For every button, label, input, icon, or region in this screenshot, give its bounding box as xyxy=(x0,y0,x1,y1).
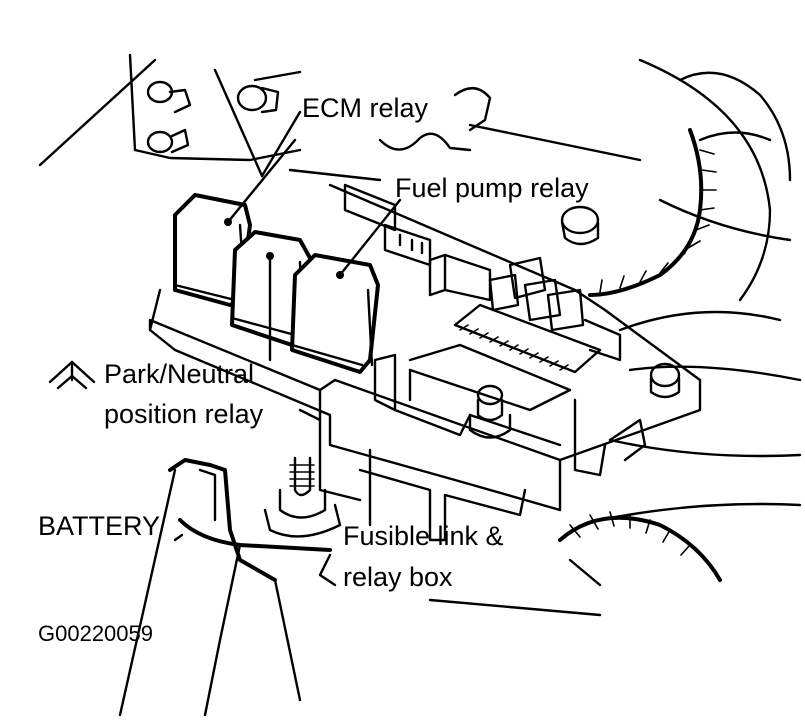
figure-id: G00220059 xyxy=(38,621,153,646)
background-structure xyxy=(38,53,802,617)
leader-ecm-upper xyxy=(260,110,302,178)
leader-fuel-pump xyxy=(338,198,402,277)
battery-terminal xyxy=(118,456,342,717)
leader-relay-box xyxy=(318,553,337,587)
leader-fuel-pump-ext xyxy=(288,168,382,182)
label-park-neutral-line1: Park/Neutral xyxy=(104,359,254,389)
leader-lines xyxy=(173,110,402,587)
label-park-neutral-line2: position relay xyxy=(104,399,264,429)
front-arrow-icon xyxy=(48,360,96,390)
leader-battery xyxy=(173,533,184,542)
leader-ecm xyxy=(226,138,297,224)
relay-box-body xyxy=(148,183,702,542)
label-fuel-pump-relay: Fuel pump relay xyxy=(395,173,589,203)
label-ecm-relay: ECM relay xyxy=(302,93,429,123)
label-fusible-line1: Fusible link & xyxy=(343,521,504,551)
leader-park-neutral-low xyxy=(298,408,322,422)
label-battery: BATTERY xyxy=(38,511,160,541)
label-fusible-line2: relay box xyxy=(343,562,453,592)
fuel-pump-relay-body xyxy=(290,253,380,374)
